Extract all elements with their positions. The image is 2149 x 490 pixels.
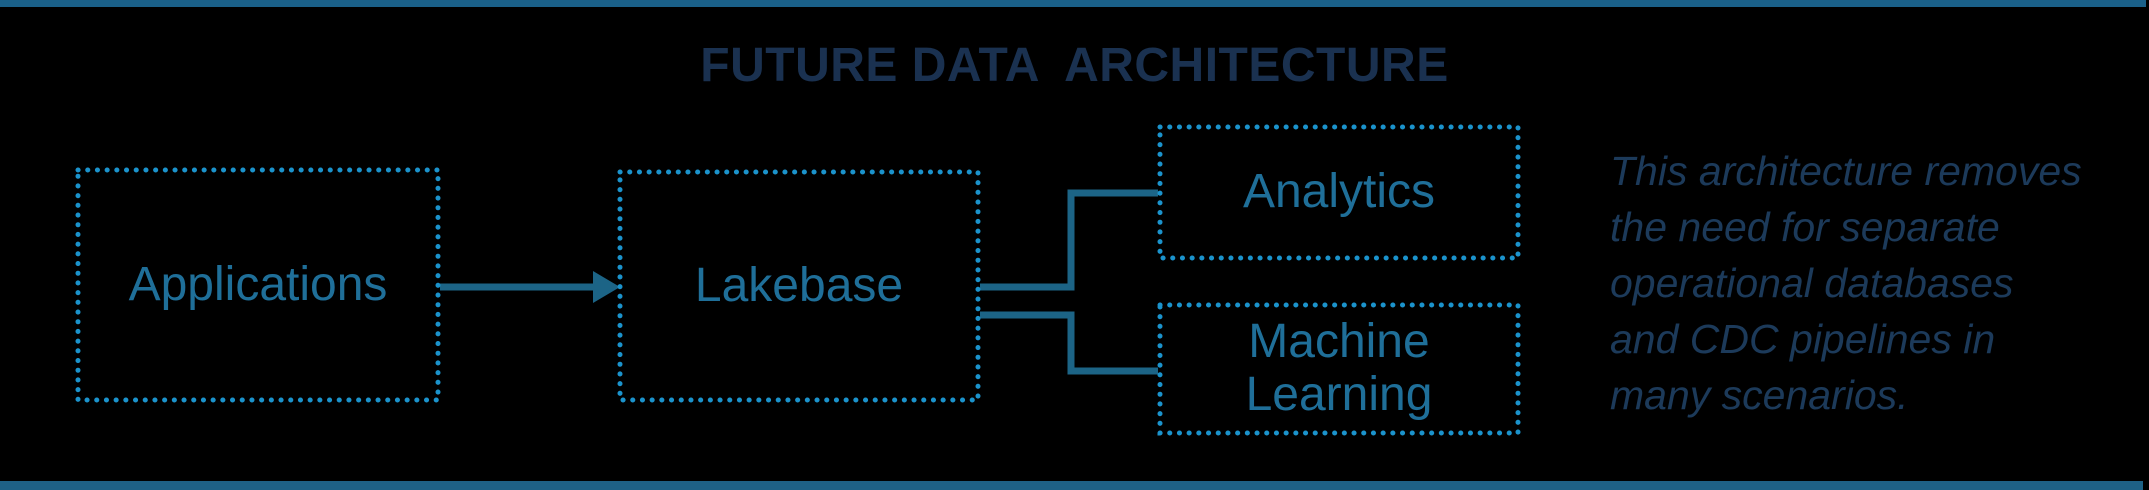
top-accent-bar [0, 0, 2146, 7]
slide-title: FUTURE DATA ARCHITECTURE [700, 39, 1449, 92]
node-analytics: Analytics [1242, 165, 1436, 219]
edge-lakebase-to-machine-learning [980, 311, 1158, 375]
node-applications: Applications [128, 257, 388, 311]
analytics-box-border [1157, 124, 1521, 261]
bottom-accent-bar [0, 481, 2143, 490]
lakebase-box-border [617, 169, 981, 403]
applications-box-border [75, 167, 441, 403]
node-lakebase: Lakebase [694, 258, 904, 312]
node-borders [75, 124, 1521, 436]
arrowhead-icon [593, 271, 620, 303]
node-machine-learning: Machine Learning [1245, 315, 1433, 421]
edge-lakebase-to-analytics [980, 189, 1158, 291]
side-caption: This architecture removes the need for s… [1610, 148, 2082, 418]
connector-group [440, 189, 1158, 375]
